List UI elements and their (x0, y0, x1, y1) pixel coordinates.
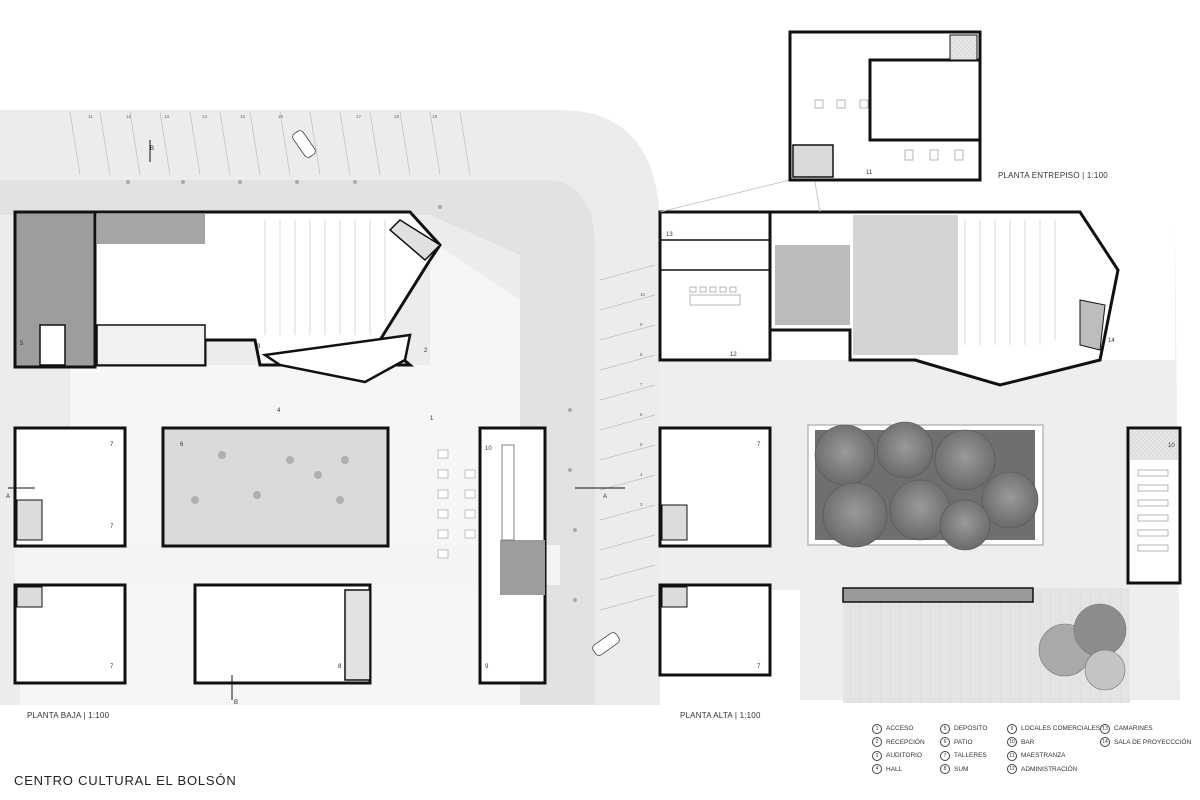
svg-text:7: 7 (640, 382, 643, 387)
svg-text:9: 9 (640, 322, 643, 327)
patio-trees (191, 451, 349, 504)
room-patio (161, 426, 390, 548)
room-number: 9 (485, 664, 489, 670)
svg-text:5: 5 (640, 442, 643, 447)
room-camarines (658, 210, 772, 362)
room-number: 7 (757, 664, 761, 670)
section-mark-a-left: A (6, 494, 10, 500)
auditorium-seating (264, 220, 386, 335)
svg-text:11: 11 (88, 114, 93, 119)
room-number: 3 (257, 344, 261, 350)
svg-text:12: 12 (126, 114, 132, 119)
upper-floor-plan: 7 7 10 12 13 14 (658, 210, 1182, 703)
ramp (261, 333, 412, 384)
room-number: 6 (180, 442, 184, 448)
svg-text:6: 6 (640, 412, 643, 417)
garden-trees (1038, 603, 1127, 691)
svg-text:19: 19 (432, 114, 438, 119)
room-number: 7 (110, 524, 114, 530)
mezzanine-plan: 11 (659, 30, 982, 213)
admin-table (689, 286, 741, 306)
section-mark-b-bottom: B (234, 700, 238, 706)
svg-text:8: 8 (640, 352, 643, 357)
courtyard-trees (814, 421, 1039, 551)
svg-text:4: 4 (640, 472, 643, 477)
section-mark-b-top: B (150, 146, 154, 152)
room-number: 11 (866, 170, 873, 176)
upper-room-numbers: 7 7 10 12 13 14 (666, 232, 1175, 670)
room-number: 1 (430, 416, 434, 422)
mezzanine-title: PLANTA ENTREPISO | 1:100 (998, 171, 1108, 180)
room-number: 2 (424, 348, 428, 354)
room-number: 10 (485, 446, 492, 452)
section-mark-a-right: A (603, 494, 607, 500)
parking-stripes-right (599, 264, 656, 611)
room-number: 14 (1108, 338, 1115, 344)
svg-text:3: 3 (640, 502, 643, 507)
svg-text:13: 13 (164, 114, 170, 119)
project-title: CENTRO CULTURAL EL BOLSÓN (14, 773, 237, 788)
ground-floor-title: PLANTA BAJA | 1:100 (27, 711, 110, 720)
upper-floor-title: PLANTA ALTA | 1:100 (680, 711, 761, 720)
room-number: 7 (110, 664, 114, 670)
room-taller-upper-2 (658, 583, 772, 677)
car-icon (292, 130, 316, 158)
room-number: 5 (20, 341, 24, 347)
parking-stripes-top (69, 111, 471, 176)
svg-text:17: 17 (356, 114, 362, 119)
room-sum (193, 583, 372, 685)
room-number: 4 (277, 408, 281, 414)
svg-text:14: 14 (202, 114, 208, 119)
room-number: 7 (757, 442, 761, 448)
svg-text:18: 18 (394, 114, 400, 119)
svg-text:10: 10 (640, 292, 646, 297)
stage (97, 214, 205, 244)
room-number: 10 (1168, 443, 1175, 449)
room-number: 13 (666, 232, 673, 238)
central-corridor (15, 545, 560, 585)
svg-text:15: 15 (240, 114, 246, 119)
ground-room-numbers: 1 2 3 4 5 6 7 7 7 8 9 10 (20, 341, 492, 670)
room-number: 7 (110, 442, 114, 448)
svg-text:16: 16 (278, 114, 284, 119)
parking-numbers: 11 12 13 14 15 16 17 18 19 10 9 8 7 6 5 … (88, 114, 646, 507)
car-icon (592, 632, 620, 656)
room-number: 8 (338, 664, 342, 670)
bar-tables (437, 449, 476, 559)
ground-floor-plan: B B A A 1 2 3 4 5 6 7 7 7 8 9 10 11 12 1… (0, 110, 660, 706)
room-number: 12 (730, 352, 737, 358)
